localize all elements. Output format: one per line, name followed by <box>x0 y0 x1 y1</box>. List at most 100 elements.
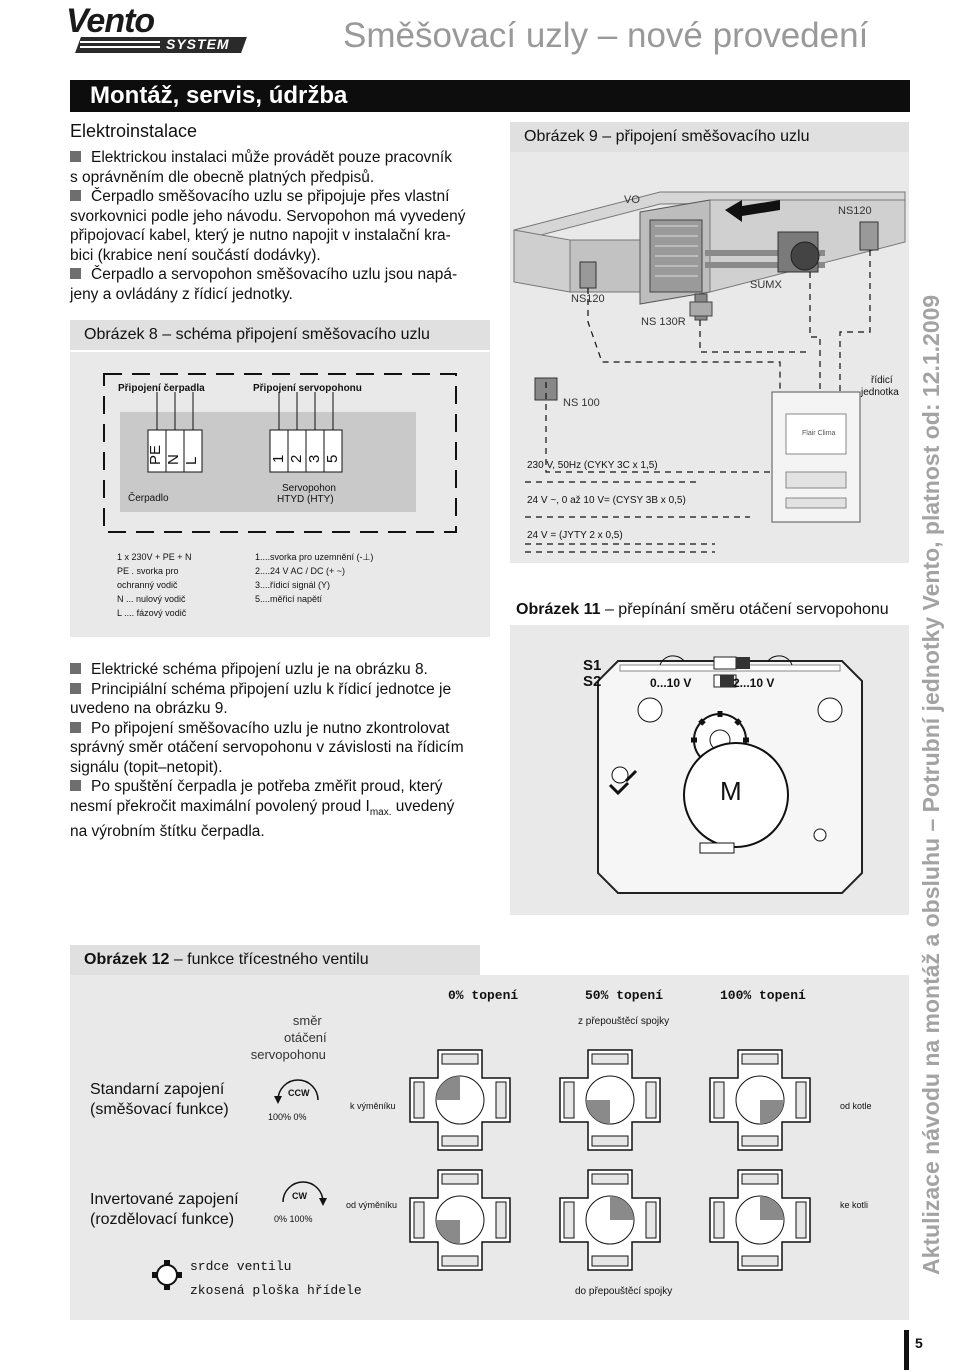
rotation-line: servopohonu <box>250 1047 326 1062</box>
page-number: 5 <box>915 1335 923 1351</box>
instr-line: Po připojení směšovacího uzlu je nutno z… <box>91 719 450 737</box>
instr-line: uvedený <box>391 797 455 815</box>
pump-note: N ... nulový vodič <box>117 594 186 604</box>
valve-core-icon <box>152 1260 182 1290</box>
cw-arrow-icon <box>282 1181 327 1206</box>
logo-word: Vento <box>66 2 155 40</box>
inverted-mode-label: Invertované zapojení (rozdělovací funkce… <box>90 1190 239 1230</box>
electro-heading: Elektroinstalace <box>70 121 198 141</box>
electro-line: Čerpadlo a servopohon směšovacího uzlu j… <box>91 266 458 283</box>
fig12-header: Obrázek 12 – funkce třícestného ventilu <box>70 945 480 975</box>
electro-line: s oprávněním dle obecně platných předpis… <box>70 168 375 186</box>
bypass-to: do přepouštěcí spojky <box>575 1286 673 1297</box>
fig11-number: Obrázek 11 <box>516 601 601 618</box>
fig9-header: Obrázek 9 – připojení směšovacího uzlu <box>510 122 909 152</box>
label-control-unit-2: jednotka <box>861 387 899 398</box>
servo-note: 2....24 V AC / DC (+ ~) <box>255 566 346 576</box>
instr-line: signálu (topit–netopit). <box>70 758 223 776</box>
bullet-icon <box>70 151 81 162</box>
label-control-unit-1: řídicí <box>871 375 893 386</box>
fig8-caption: – schéma připojení směšovacího uzlu <box>157 326 430 343</box>
pos-0: 0% topení <box>448 988 519 1003</box>
terminal-l: L <box>183 456 200 465</box>
electro-line: jeny a ovládány z řídicí jednotky. <box>70 285 293 303</box>
rotation-line: otáčení <box>284 1030 327 1045</box>
bullet-icon <box>70 682 81 694</box>
terminal-pe: PE <box>147 444 164 465</box>
cable-24v-dc: 24 V = (JYTY 2 x 0,5) <box>527 530 623 541</box>
ccw-arrow-icon <box>274 1079 319 1104</box>
fig8-servo-notes: 1....svorka pro uzemnění (-⊥) 2....24 V … <box>255 550 373 606</box>
pos-100: 100% topení <box>720 988 806 1003</box>
label-ns120-left: NS120 <box>571 293 605 305</box>
bullet-icon <box>70 663 81 674</box>
fig8-pump-notes: 1 x 230V + PE + N PE . svorka pro ochran… <box>117 550 192 620</box>
servo-note: 5....měřicí napětí <box>255 594 323 604</box>
standard-line: Standarní zapojení <box>90 1081 225 1098</box>
switch-s1: S1 <box>583 657 602 674</box>
inverted-line: Invertované zapojení <box>90 1191 239 1208</box>
bullet-icon <box>70 190 81 201</box>
instr-line: Po spuštění čerpadla je potřeba změřit p… <box>91 778 443 795</box>
from-exchanger: od výměníku <box>346 1200 398 1210</box>
bullet-icon <box>70 780 81 791</box>
pump-note: ochranný vodič <box>117 580 178 590</box>
fig8-servo-title: Připojení servopohonu <box>253 383 362 394</box>
pump-note: 1 x 230V + PE + N <box>117 552 192 562</box>
fig8-number: Obrázek 8 <box>84 326 158 343</box>
imax-subscript: max. <box>369 806 392 818</box>
section-bar: Montáž, servis, údržba <box>70 80 910 112</box>
side-update-text: Aktulizace návodu na montáž a obsluhu – … <box>918 294 944 1275</box>
instr-line: nesmí překročit maximální povolený proud… <box>70 797 370 815</box>
valve-diagrams <box>409 1049 811 1271</box>
fig9-diagram <box>513 191 906 553</box>
electro-text: Elektrickou instalaci může provádět pouz… <box>70 148 490 304</box>
page-bar <box>904 1330 909 1370</box>
bullet-icon <box>70 268 81 279</box>
fig12-number: Obrázek 12 <box>84 951 170 968</box>
fig11-header: Obrázek 11 – přepínání směru otáčení ser… <box>510 595 909 625</box>
label-sumx: SUMX <box>750 279 782 291</box>
logo-system: SYSTEM <box>166 36 230 52</box>
servo-note: 3....řídicí signál (Y) <box>255 580 331 590</box>
logo-stripe <box>80 41 160 43</box>
terminal-n: N <box>165 454 182 465</box>
ccw-values: 100% 0% <box>268 1112 307 1122</box>
fig8-servo-label2: HTYD (HTY) <box>277 494 334 505</box>
electro-line: Čerpadlo směšovacího uzlu se připojuje p… <box>91 188 450 205</box>
fig12-caption: – funkce třícestného ventilu <box>169 951 369 968</box>
instr-line: Elektrické schéma připojení uzlu je na o… <box>91 661 428 678</box>
pump-note: L .... fázový vodič <box>117 608 187 618</box>
rotation-label: směr otáčení servopohonu <box>250 1012 327 1063</box>
rotation-line: směr <box>292 1013 322 1028</box>
inverted-line: (rozdělovací funkce) <box>90 1211 235 1228</box>
terminal-2: 2 <box>288 454 305 463</box>
cw-label: CW <box>292 1191 307 1201</box>
instr-line: Principiální schéma připojení uzlu k říd… <box>91 680 452 698</box>
label-brand: Flair Clima <box>802 430 836 437</box>
cable-230v: 230 V, 50Hz (CYKY 3C x 1,5) <box>527 460 658 471</box>
electro-line: připojovací kabel, který je nutno napoji… <box>70 227 451 244</box>
section-title: Montáž, servis, údržba <box>90 82 348 109</box>
vento-logo: Vento SYSTEM <box>66 2 247 54</box>
instructions: Elektrické schéma připojení uzlu je na o… <box>70 660 495 842</box>
fig9-number: Obrázek 9 <box>524 128 598 145</box>
motor-label: M <box>720 776 742 806</box>
terminal-3: 3 <box>306 454 323 463</box>
fig11-caption: – přepínání směru otáčení servopohonu <box>600 601 889 618</box>
electro-line: svorkovnici podle jeho návodu. Servopoho… <box>70 207 466 225</box>
label-ns130r: NS 130R <box>641 316 686 328</box>
servo-note: 1....svorka pro uzemnění (-⊥) <box>255 552 374 562</box>
electro-line: bici (krabice není součástí dodávky). <box>70 246 321 264</box>
to-boiler: ke kotli <box>840 1200 869 1210</box>
fig8-diagram <box>103 373 457 533</box>
range-0-10v: 0...10 V <box>650 676 692 690</box>
fig9-caption: – připojení směšovacího uzlu <box>597 128 810 145</box>
cable-24v-ac: 24 V ~, 0 až 10 V= (CYSY 3B x 0,5) <box>527 495 686 506</box>
pos-50: 50% topení <box>585 988 664 1003</box>
standard-mode-label: Standarní zapojení (směšovací funkce) <box>90 1080 229 1120</box>
page-title: Směšovací uzly – nové provedení <box>343 16 869 55</box>
legend-core: srdce ventilu <box>190 1259 292 1274</box>
fig8-pump-label: Čerpadlo <box>128 493 169 504</box>
logo-stripe <box>80 46 160 48</box>
